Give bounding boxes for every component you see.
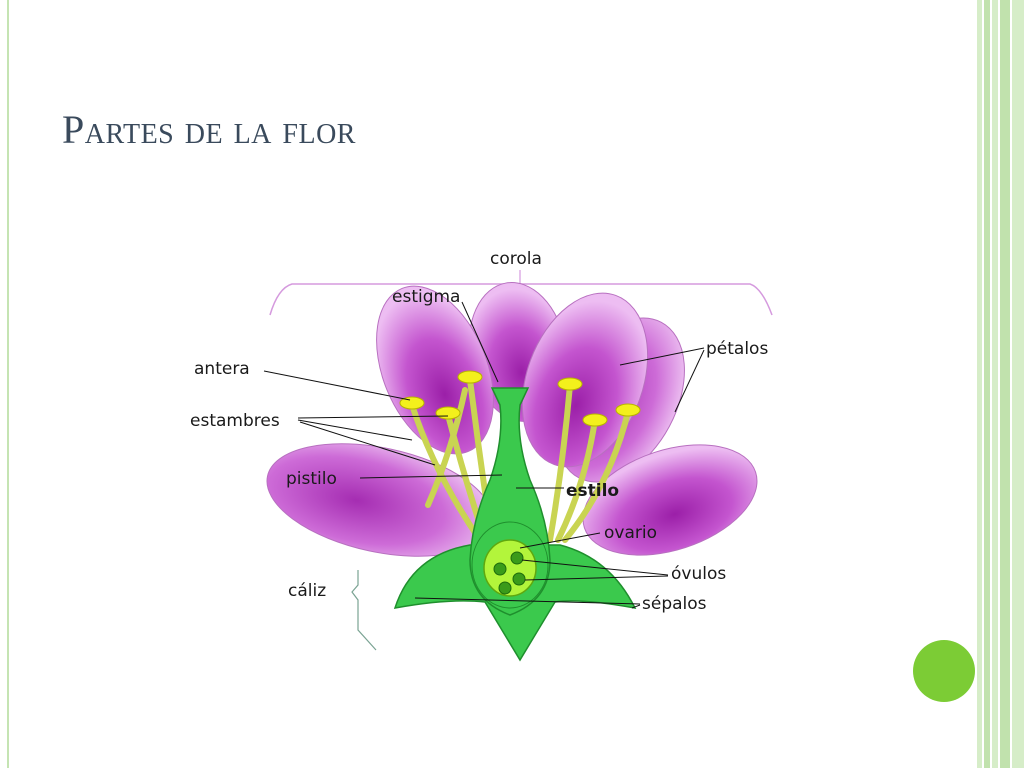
left-decorative-rule: [7, 0, 9, 768]
label-estigma: estigma: [392, 287, 460, 307]
ovules: [493, 551, 526, 595]
label-pistilo: pistilo: [286, 469, 337, 489]
caliz-bracket: [351, 570, 377, 651]
petal: [521, 292, 649, 468]
right-decorative-stripe: [1012, 0, 1024, 768]
petal: [582, 444, 758, 556]
label-corola: corola: [490, 249, 542, 269]
label-antera: antera: [194, 359, 250, 379]
label-caliz: cáliz: [288, 581, 326, 601]
label-estambres: estambres: [190, 411, 280, 431]
right-decorative-stripe: [992, 0, 998, 768]
anthers: [399, 370, 641, 427]
label-sepalos: sépalos: [642, 594, 707, 614]
label-ovulos: óvulos: [671, 564, 726, 584]
label-petalos: pétalos: [706, 339, 768, 359]
slide-title: Partes de la flor: [62, 107, 356, 152]
ovary-inner-wall: [471, 521, 549, 609]
right-decorative-stripe: [1000, 0, 1010, 768]
flower-diagram: corola estigma antera pétalos estambres …: [190, 249, 773, 662]
label-ovario: ovario: [604, 523, 657, 543]
petal: [376, 285, 494, 455]
decorative-green-circle: [913, 640, 975, 702]
label-estilo: estilo: [566, 481, 619, 501]
right-decorative-stripe: [977, 0, 982, 768]
right-decorative-stripe: [984, 0, 990, 768]
leader-lines: [263, 301, 705, 609]
